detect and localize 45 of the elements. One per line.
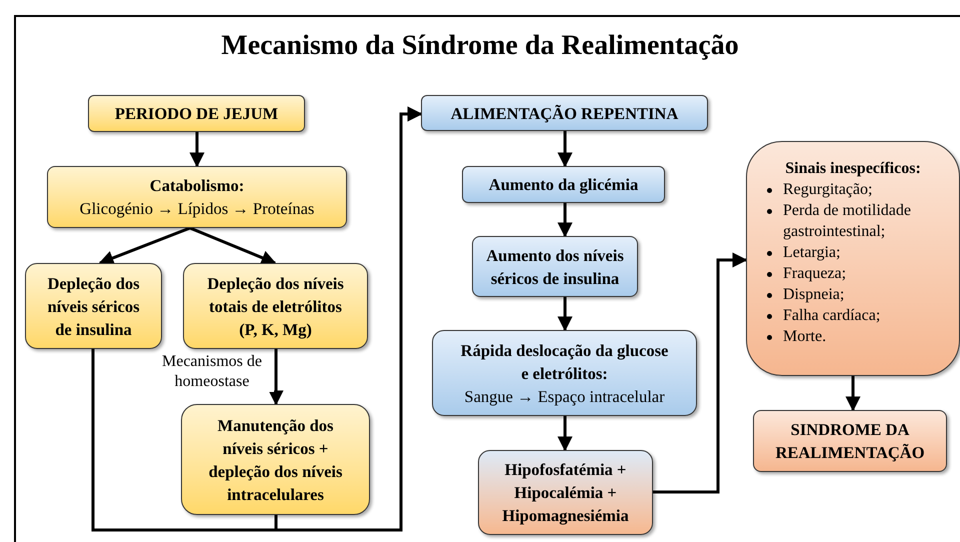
process-box [432, 330, 697, 416]
process-box [181, 404, 370, 515]
process-box [25, 263, 162, 349]
node-text: SINDROME DA REALIMENTAÇÃO [774, 419, 926, 464]
arrow [190, 132, 204, 168]
arrow [653, 252, 748, 494]
node-text: Hipofosfatémia + Hipocalémia + Hipomagnesiémia [501, 459, 630, 527]
diagram-title: Mecanismo da Síndrome da Realimentação [220, 29, 740, 63]
node-body: Sangue → Espaço intracelular [464, 386, 665, 408]
process-box [47, 166, 347, 228]
process-box [183, 263, 368, 349]
process-box [478, 450, 653, 535]
arrow [189, 226, 276, 265]
bullet-item: Perda de motilidade gastrointestinal; [767, 200, 939, 242]
node-text: Aumento da glicémia [488, 174, 638, 196]
node-text: Aumento dos níveis séricos de insulina [485, 244, 625, 290]
node-text: Depleção dos níveis séricos de insulina [46, 272, 141, 340]
process-box [753, 410, 947, 472]
node-text: Catabolismo: [150, 175, 244, 197]
bullet-item: Letargia; [767, 242, 840, 263]
process-box [472, 236, 638, 297]
process-box [462, 166, 665, 203]
bullet-item: Falha cardíaca; [767, 305, 880, 326]
arrow [98, 226, 191, 266]
node-text: ALIMENTAÇÃO REPENTINA [450, 102, 678, 124]
list-box [746, 141, 960, 376]
arrow [558, 416, 572, 452]
node-text: Depleção dos níveis totais de eletrólitos (P, K, Mg) [206, 272, 345, 340]
arrow [268, 349, 284, 406]
node-text: Rápida deslocação da glucose e eletrólitos: [460, 340, 670, 384]
arrow [558, 203, 572, 238]
arrow [558, 297, 572, 332]
arrow [558, 131, 572, 168]
process-box [88, 95, 305, 132]
node-body: Glicogénio → Lípidos → Proteínas [80, 198, 314, 220]
node-text: Manutenção dos níveis séricos + depleção dos níveis intracelulares [208, 414, 344, 506]
bullet-item: Dispneia; [767, 284, 844, 305]
node-text: PERIODO DE JEJUM [114, 103, 278, 125]
node-heading: Sinais inespecíficos: [785, 159, 921, 179]
arrow [274, 106, 422, 532]
bullet-item: Morte. [767, 326, 826, 347]
bullet-item: Fraqueza; [767, 263, 846, 284]
bullet-item: Regurgitação; [767, 179, 872, 200]
process-box [421, 95, 708, 131]
arrow [846, 376, 860, 412]
